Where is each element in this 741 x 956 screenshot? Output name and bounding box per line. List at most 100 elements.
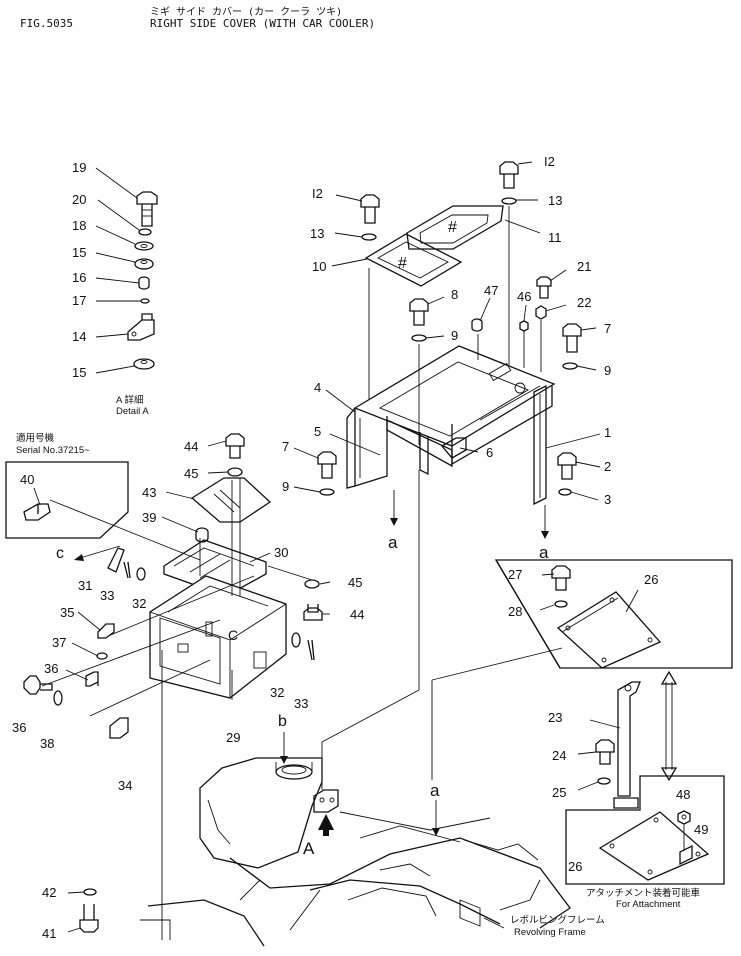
callout-12-right: I2	[544, 154, 555, 169]
bolt-7-right	[562, 323, 582, 353]
svg-text:#: #	[398, 255, 407, 272]
callout-20: 20	[72, 192, 86, 207]
callout-1: 1	[604, 425, 611, 440]
callout-28: 28	[508, 604, 522, 619]
letter-A: A	[303, 839, 315, 858]
callout-45-right: 45	[348, 575, 362, 590]
callout-15: 15	[72, 245, 86, 260]
callout-14: 14	[72, 329, 86, 344]
bolt-44-top	[225, 433, 245, 459]
callout-45-top: 45	[184, 466, 198, 481]
callout-4: 4	[314, 380, 321, 395]
bolt-2	[557, 452, 577, 480]
callout-19: 19	[72, 160, 86, 175]
callout-17: 17	[72, 293, 86, 308]
tank-body	[199, 757, 323, 869]
callout-22: 22	[577, 295, 591, 310]
callout-37: 37	[52, 635, 66, 650]
plate-26-upper	[556, 591, 662, 669]
attachment-en: For Attachment	[616, 899, 681, 910]
callout-36-left: 36	[12, 720, 26, 735]
callout-38: 38	[40, 736, 54, 751]
letter-a-2: a	[539, 543, 549, 562]
clip-35	[97, 623, 115, 639]
serial-jp: 適用号機	[16, 432, 55, 444]
callout-7-right: 7	[604, 321, 611, 336]
figure-number: FIG.5035	[20, 17, 73, 30]
callout-11: 11	[548, 230, 562, 245]
callout-36-right: 36	[44, 661, 58, 676]
bolt-27	[551, 565, 571, 591]
nut-48	[677, 810, 691, 825]
clip-34	[109, 717, 129, 739]
grommet-47	[471, 318, 483, 332]
washer-25	[597, 777, 611, 785]
revolving-jp: レボルビングフレーム	[510, 914, 605, 926]
callout-18: 18	[72, 218, 86, 233]
bolt-41	[79, 904, 99, 933]
bolt-12-right	[499, 161, 519, 189]
callout-48: 48	[676, 787, 690, 802]
callout-47: 47	[484, 283, 498, 298]
washer-42	[83, 888, 97, 896]
serial-en: Serial No.37215~	[16, 445, 90, 456]
detail-a-parts	[95, 167, 158, 374]
washer-38	[53, 690, 63, 706]
rubber-15b	[133, 358, 155, 370]
callout-33-left: 33	[100, 588, 114, 603]
svg-text:#: #	[448, 219, 457, 236]
callout-26-lower: 26	[568, 859, 582, 874]
callout-2: 2	[604, 459, 611, 474]
title-japanese: ミギ サイド カバー (カー クーラ ツキ)	[150, 7, 343, 18]
bolt-44-right	[303, 604, 323, 621]
callout-26-upper: 26	[644, 572, 658, 587]
letter-a-3: a	[430, 781, 440, 800]
pin-33-right	[307, 639, 315, 661]
bracket-6	[441, 437, 467, 459]
header: FIG.5035 ミギ サイド カバー (カー クーラ ツキ) RIGHT SI…	[0, 0, 741, 40]
callout-24: 24	[552, 748, 566, 763]
callout-44-top: 44	[184, 439, 198, 454]
stay-23	[617, 681, 641, 797]
title-english: RIGHT SIDE COVER (WITH CAR COOLER)	[150, 17, 376, 30]
bolt-21	[536, 276, 552, 299]
callout-10: 10	[312, 259, 326, 274]
callout-25: 25	[552, 785, 566, 800]
callout-46: 46	[517, 289, 531, 304]
callout-13-left: 13	[310, 226, 324, 241]
bolt-24	[595, 739, 615, 765]
callout-49: 49	[694, 822, 708, 837]
attachment-box	[565, 775, 725, 885]
washer-13-left	[361, 233, 377, 241]
nut-22	[535, 305, 547, 320]
callout-30: 30	[274, 545, 288, 560]
callout-43: 43	[142, 485, 156, 500]
rubber-15a	[134, 258, 154, 270]
bracket-49	[679, 844, 693, 866]
washer-9-b	[562, 362, 578, 370]
plate-box	[431, 559, 733, 780]
washer-3	[558, 488, 572, 496]
callout-5: 5	[314, 424, 321, 439]
stay-assembly	[577, 670, 678, 809]
svg-text:C: C	[228, 627, 238, 643]
bolt-8	[409, 298, 429, 326]
callout-8: 8	[451, 287, 458, 302]
pin-33-left	[123, 561, 131, 579]
washer-17	[140, 298, 150, 304]
bolt-36-right	[85, 671, 99, 687]
upper-cover-assembly: # #	[293, 161, 601, 539]
lower-cover-assembly: C	[23, 433, 331, 940]
callout-33-right: 33	[294, 696, 308, 711]
washer-13-right	[501, 197, 517, 205]
callout-41: 41	[42, 926, 56, 941]
grommet-32-right	[291, 632, 301, 648]
grommet-39	[195, 527, 209, 543]
bolt-19	[136, 191, 158, 227]
callout-13-right: 13	[548, 193, 562, 208]
collar-16	[138, 276, 150, 290]
callout-15-lower: 15	[72, 365, 86, 380]
washer-20	[138, 228, 152, 236]
bracket-14	[127, 313, 155, 341]
